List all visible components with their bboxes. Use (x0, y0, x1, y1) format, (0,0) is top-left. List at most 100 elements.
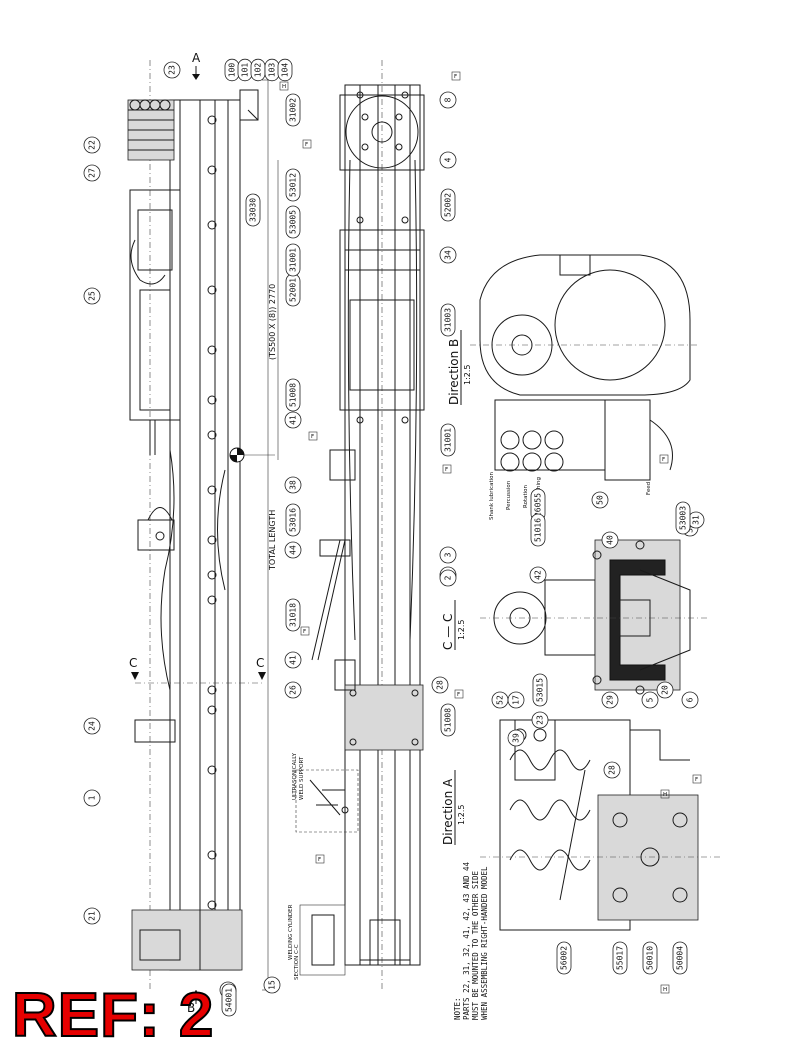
direction-a-view (480, 719, 720, 931)
balloon-label: 1 (88, 795, 97, 800)
balloon-callout: 23 (531, 711, 549, 729)
section-marker-a: A (192, 51, 201, 65)
balloon-callout: 31001 (440, 423, 456, 457)
direction-a-scale: 1:2.5 (457, 804, 466, 825)
balloon-callout: 40 (601, 531, 619, 549)
balloon-label: 41 (289, 655, 298, 665)
beam-bolts (207, 115, 217, 910)
balloon-callout: 54001 (221, 983, 237, 1017)
balloon-label: 23 (168, 65, 177, 75)
balloon-callout: 53005 (285, 205, 301, 239)
balloon-label: 29 (606, 695, 615, 705)
cylinder-label-small: WELDING CYLINDER (288, 904, 294, 960)
view-titles: Direction B 1:2.5 C — C 1:2.5 Direction … (441, 330, 472, 845)
section-marker-c-right: C (256, 656, 264, 670)
center-feed-assembly (311, 60, 425, 990)
balloon-callout: 38 (284, 476, 302, 494)
balloon-label: 28 (436, 680, 445, 690)
hose-label-rotation: Rotation (523, 484, 529, 508)
balloon-callout: 22 (83, 136, 101, 154)
balloon-callout: 42 (529, 566, 547, 584)
balloon-callout: 8 (439, 91, 457, 109)
balloon-callout: 51016 (530, 513, 546, 547)
hose-label-shank: Shank lubrication (489, 471, 495, 520)
balloon-label: 53016 (289, 508, 298, 532)
balloon-callout: 50 (591, 491, 609, 509)
balloon-label: 101 (241, 63, 250, 78)
note-line-3: MUST BE MOUNTED TO THE OTHER SIDE (471, 871, 480, 1020)
balloon-callout: 17 (507, 691, 525, 709)
balloon-callout: 53003 (675, 501, 691, 535)
balloon-callout: 50004 (672, 941, 688, 975)
total-length-label: TOTAL LENGTH (268, 510, 277, 571)
balloon-label: 53003 (679, 506, 688, 530)
balloon-label: 31 (692, 515, 701, 525)
balloon-label: 104 (281, 63, 290, 78)
balloon-label: 50004 (676, 946, 685, 970)
balloon-callout: 2 (439, 569, 457, 587)
center-of-gravity-symbol (229, 447, 275, 463)
balloon-label: 31001 (444, 428, 453, 452)
balloon-callout: 1 (83, 789, 101, 807)
svg-text:F: F (303, 629, 306, 635)
balloon-callout: 29 (601, 691, 619, 709)
balloon-label: 25 (88, 291, 97, 301)
stinger-plate (134, 719, 176, 743)
detail-sketch: ULTRASONICALLY WELD SUPPORT SECTION C-C … (288, 752, 359, 980)
section-marker-b: B (187, 1001, 195, 1015)
balloon-callout: 53015 (532, 673, 548, 707)
balloon-label: 8 (444, 97, 453, 102)
rock-drill (129, 189, 181, 455)
balloon-callout: 104 (277, 58, 293, 82)
svg-text:H: H (282, 84, 286, 90)
balloon-callout: 23 (163, 61, 181, 79)
balloon-callout: 3 (439, 546, 457, 564)
balloon-label: 51008 (289, 383, 298, 407)
balloon-callout: 41 (284, 651, 302, 669)
balloon-callout: 15 (263, 976, 281, 994)
balloon-label: 52001 (289, 278, 298, 302)
balloon-label: 3 (444, 552, 453, 557)
svg-text:F: F (457, 692, 460, 698)
balloon-label: 31001 (289, 248, 298, 272)
balloon-callout: 52001 (285, 273, 301, 307)
svg-text:F: F (662, 457, 665, 463)
hose-label-feed: Feed (646, 482, 652, 495)
balloon-label: 102 (254, 63, 263, 78)
beam-foot (131, 909, 243, 971)
balloon-callout: 26 (284, 681, 302, 699)
note-line-2: PARTS 22, 31, 32, 41, 42, 43 AND 44 (462, 861, 471, 1020)
balloon-callout: 55017 (612, 941, 628, 975)
balloon-label: 51016 (534, 518, 543, 542)
balloon-label: 38 (289, 480, 298, 490)
hose-label-flushing: Flushing (536, 477, 542, 500)
balloon-label: 100 (228, 63, 237, 78)
balloon-callout: 31 (687, 511, 705, 529)
balloon-callout: 28 (431, 676, 449, 694)
balloon-callout: 41 (284, 411, 302, 429)
balloon-label: 28 (608, 765, 617, 775)
svg-text:H: H (663, 987, 667, 993)
balloon-callout: 6 (681, 691, 699, 709)
svg-text:F: F (445, 467, 448, 473)
balloon-callout: 21 (83, 907, 101, 925)
section-label-small: SECTION C-C (294, 944, 300, 980)
balloon-callout: 31002 (285, 93, 301, 127)
section-cc-view (480, 539, 710, 695)
frame-boxes: F F F F F F F H H H F F (279, 71, 702, 994)
balloon-label: 31003 (444, 308, 453, 332)
balloon-callout: 5 (641, 691, 659, 709)
balloon-callout: 100 (224, 58, 240, 82)
balloon-callout: 31001 (285, 243, 301, 277)
section-cc-scale: 1:2.5 (457, 619, 466, 640)
balloon-label: 31018 (289, 603, 298, 627)
balloon-callout: 51008 (285, 378, 301, 412)
balloon-label: 20 (661, 685, 670, 695)
balloon-label: 44 (289, 545, 298, 555)
hose-labels: Shank lubrication Percussion Rotation Fl… (489, 471, 652, 520)
main-feed-beam (127, 60, 259, 990)
balloon-label: 42 (534, 570, 543, 580)
ts-length-label: (TS500 X (8)) 2770 (268, 284, 277, 360)
balloon-callouts: 2322272524121351554001100101102103104330… (83, 58, 705, 1017)
